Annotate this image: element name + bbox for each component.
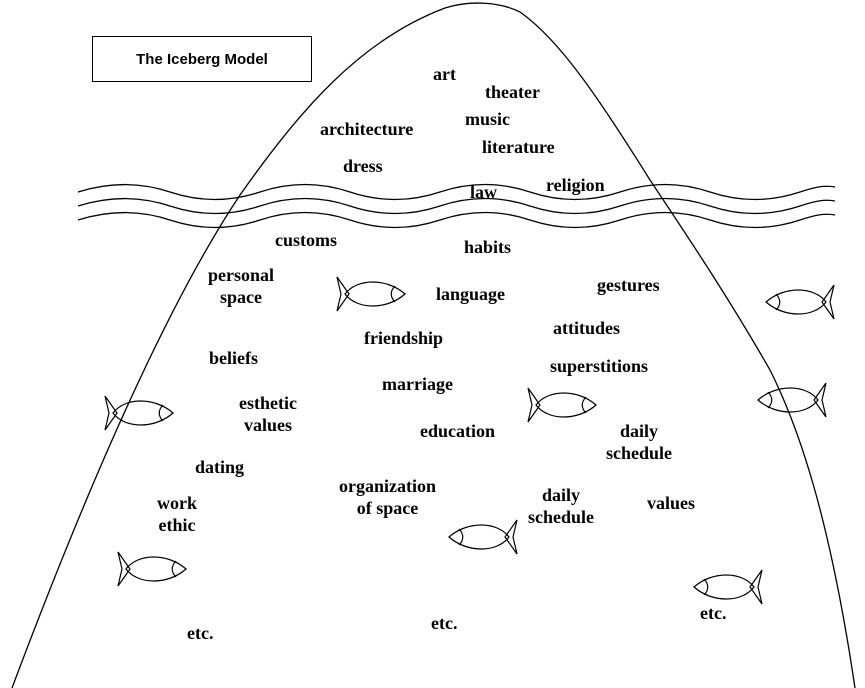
fish-icon (693, 569, 763, 605)
label-friendship: friendship (364, 328, 444, 348)
label-dating: dating (195, 457, 245, 477)
water-wave (77, 197, 836, 215)
water-waves (77, 183, 836, 229)
label-attitudes: attitudes (553, 318, 620, 338)
fish-icon (117, 551, 187, 587)
label-language: language (436, 284, 506, 304)
label-education: education (420, 421, 496, 441)
label-daily-schedule: daily schedule (528, 485, 595, 527)
label-dress: dress (343, 156, 383, 176)
label-daily-schedule: daily schedule (606, 421, 673, 463)
fish-icon (527, 387, 597, 423)
label-art: art (433, 64, 456, 84)
label-etc: etc. (431, 613, 458, 633)
label-personal-space: personal space (208, 265, 275, 307)
label-music: music (465, 109, 510, 129)
label-architecture: architecture (320, 119, 414, 139)
water-wave (77, 211, 836, 229)
fish-icon (448, 519, 518, 555)
iceberg-outline (11, 2, 856, 688)
fish-icon (336, 276, 406, 312)
water-wave (77, 183, 836, 201)
label-religion: religion (546, 175, 605, 195)
label-habits: habits (464, 237, 512, 257)
label-values: values (647, 493, 696, 513)
label-marriage: marriage (382, 374, 453, 394)
label-superstitions: superstitions (550, 356, 649, 376)
label-esthetic-values: esthetic values (239, 393, 297, 435)
label-etc: etc. (187, 623, 214, 643)
diagram-title: The Iceberg Model (92, 36, 312, 82)
label-theater: theater (485, 82, 540, 102)
fish-icon (765, 284, 835, 320)
label-law: law (470, 182, 497, 202)
label-work-ethic: work ethic (157, 493, 197, 535)
fish-icon (104, 395, 174, 431)
fish-icon (757, 382, 827, 418)
label-etc: etc. (700, 603, 727, 623)
label-gestures: gestures (597, 275, 660, 295)
label-literature: literature (482, 137, 555, 157)
label-customs: customs (275, 230, 337, 250)
label-beliefs: beliefs (209, 348, 258, 368)
label-organization-of-space: organization of space (339, 476, 436, 518)
